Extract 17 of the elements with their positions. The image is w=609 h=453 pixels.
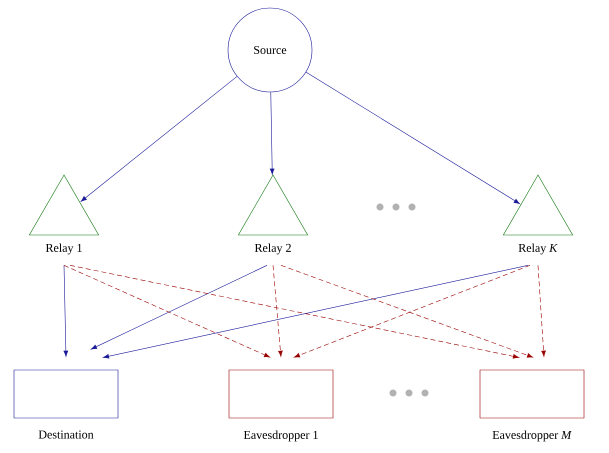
arrow: [90, 265, 268, 350]
node-label: Relay 2: [254, 244, 291, 254]
node-box: Destination: [14, 370, 118, 439]
node-label: Relay 1: [46, 244, 82, 254]
node-box: Eavesdropper M: [480, 370, 584, 442]
node-label: Relay K: [518, 244, 558, 254]
arrow: [306, 72, 520, 204]
arrow: [64, 265, 270, 358]
arrow: [272, 265, 283, 357]
node-label: Eavesdropper M: [492, 430, 572, 442]
node-label: Destination: [38, 430, 94, 439]
arrow: [80, 76, 238, 202]
arrow: [538, 265, 546, 357]
node-box: Eavesdropper 1: [228, 370, 334, 442]
node-label: Eavesdropper 1: [244, 430, 318, 442]
arrow: [270, 92, 274, 175]
arrow: [64, 265, 68, 357]
